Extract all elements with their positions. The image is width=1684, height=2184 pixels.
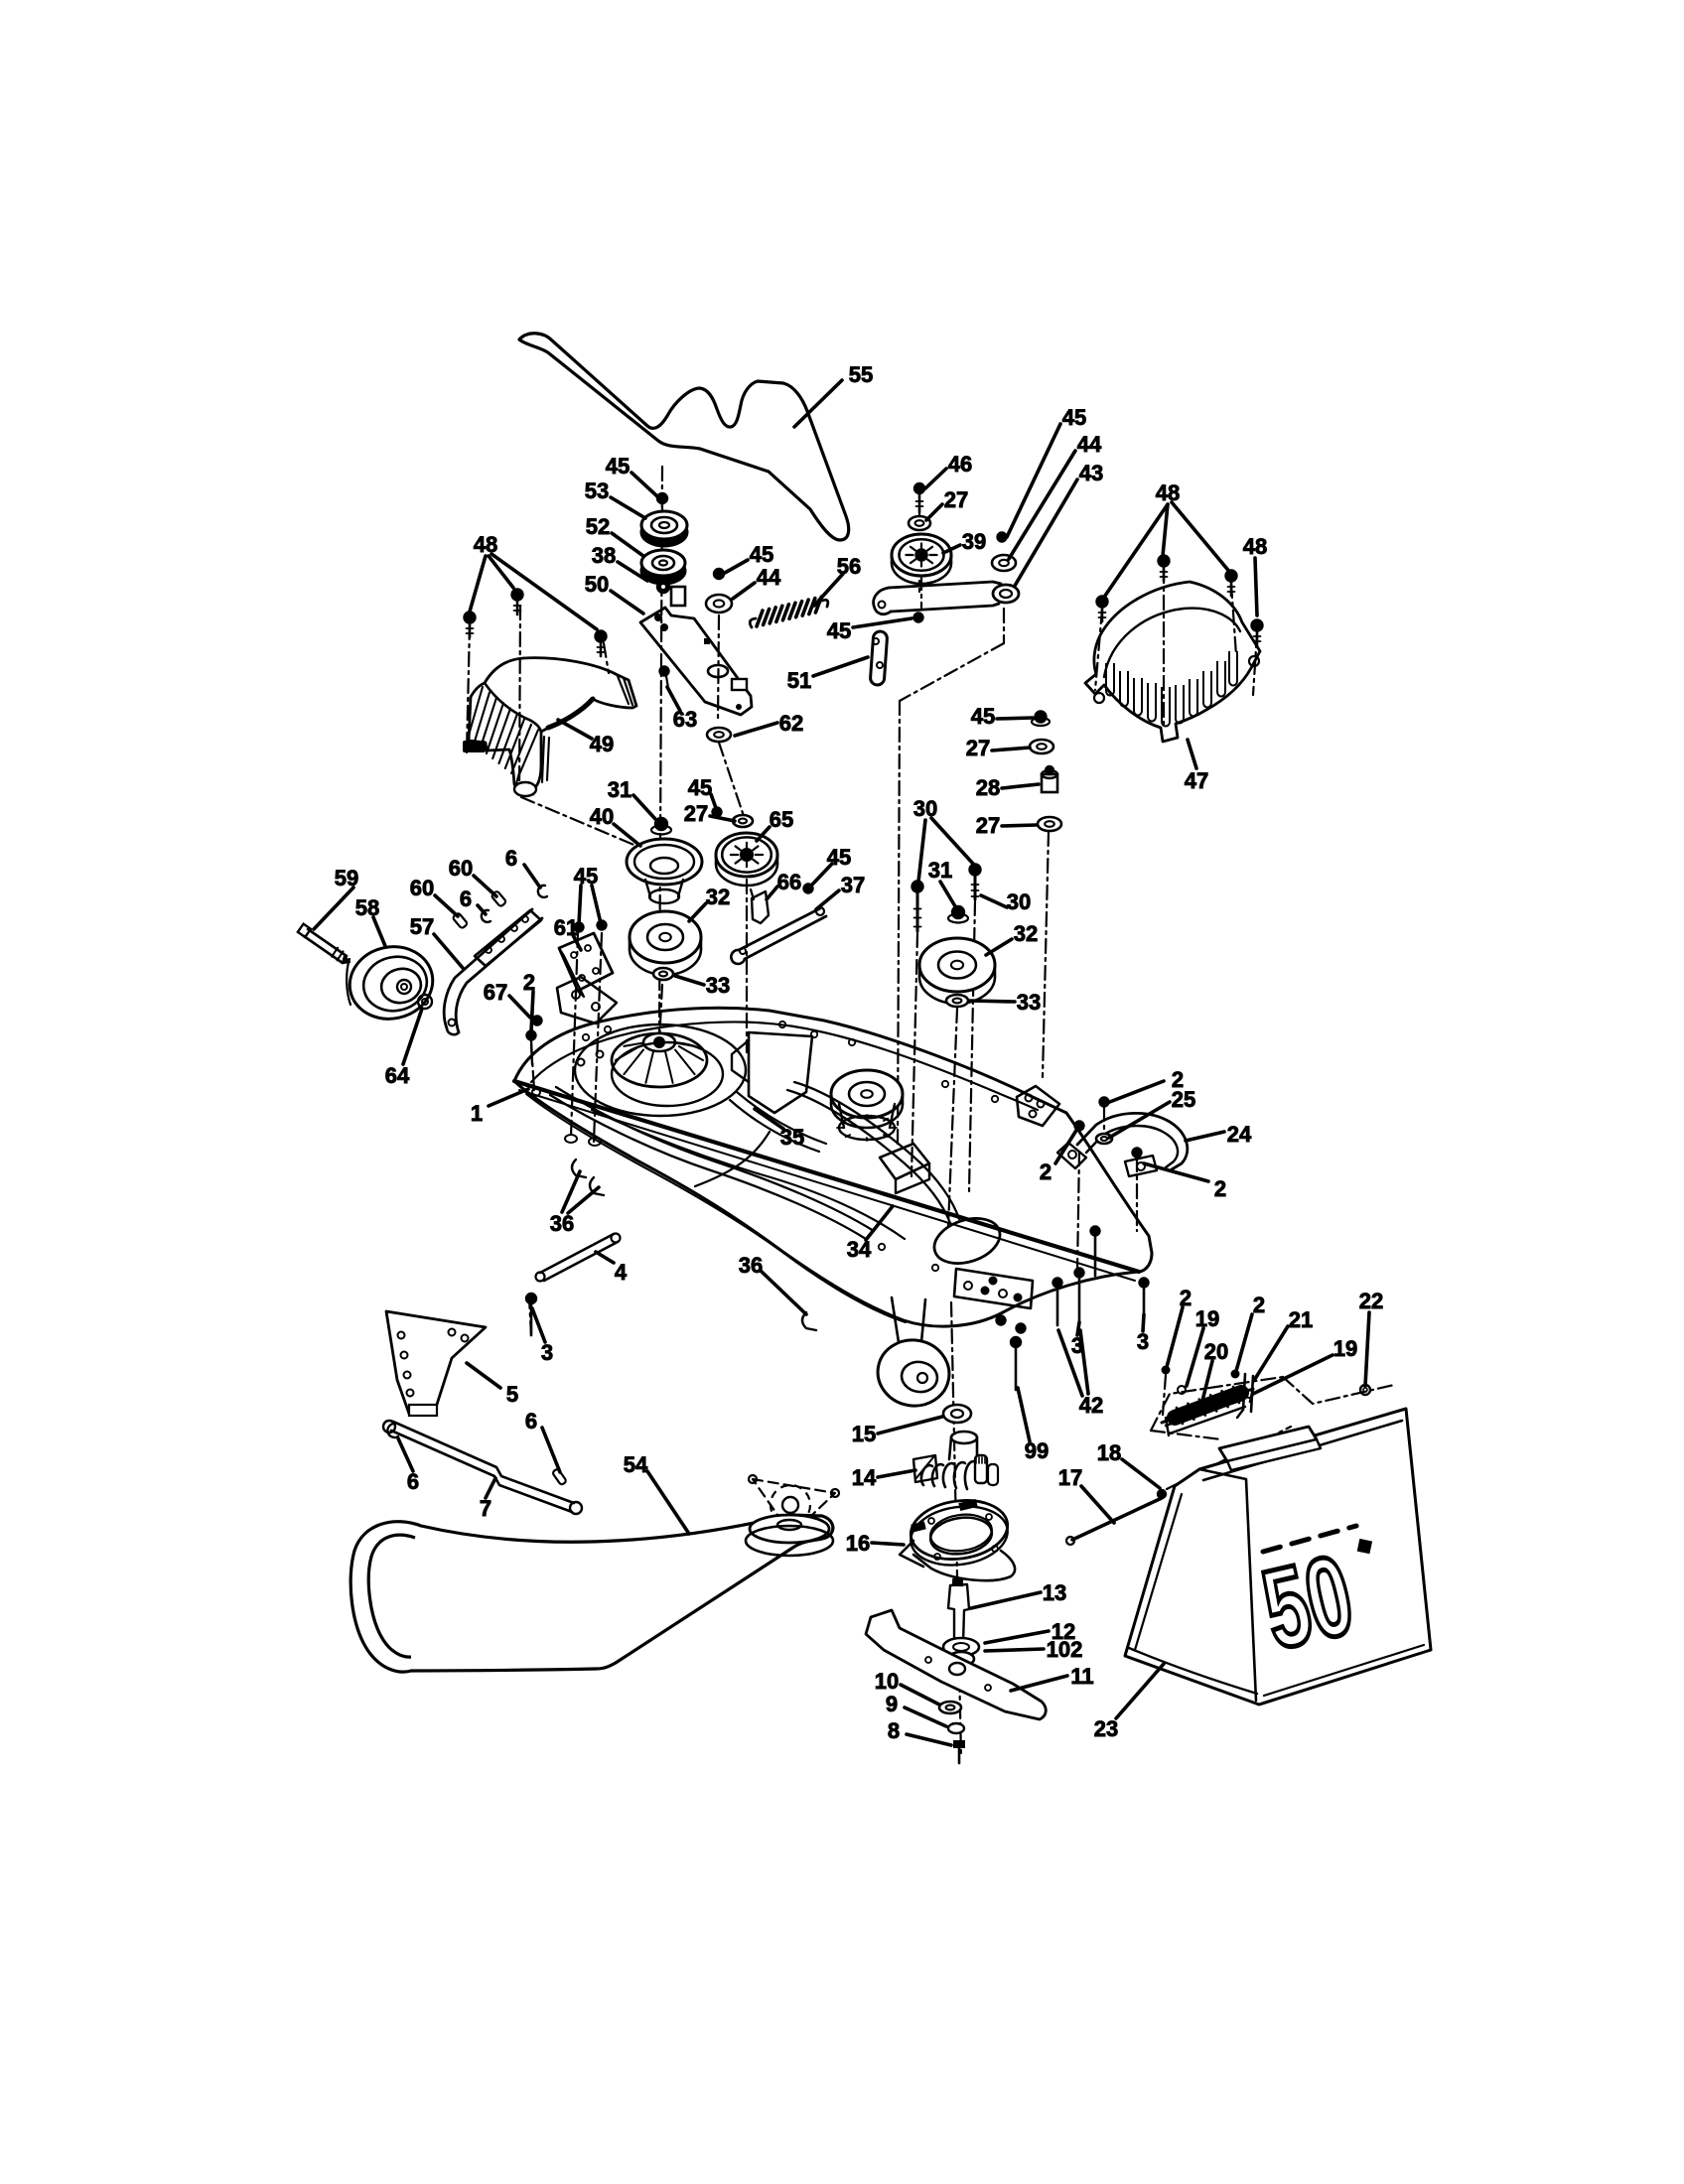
svg-text:48: 48	[474, 532, 497, 557]
svg-text:32: 32	[1014, 921, 1038, 946]
svg-text:51: 51	[787, 668, 811, 693]
svg-text:38: 38	[592, 543, 616, 568]
svg-text:45: 45	[750, 542, 773, 567]
svg-text:44: 44	[757, 565, 781, 590]
svg-text:6: 6	[505, 846, 517, 871]
svg-text:45: 45	[1062, 405, 1086, 430]
svg-text:61: 61	[554, 915, 578, 940]
svg-text:44: 44	[1077, 432, 1102, 457]
svg-text:27: 27	[966, 736, 990, 760]
svg-text:22: 22	[1359, 1289, 1383, 1313]
svg-text:7: 7	[480, 1496, 491, 1521]
svg-text:53: 53	[585, 478, 609, 503]
svg-text:18: 18	[1097, 1440, 1121, 1465]
svg-text:43: 43	[1079, 461, 1103, 485]
svg-text:60: 60	[410, 876, 434, 900]
svg-text:2: 2	[523, 970, 535, 995]
svg-text:15: 15	[852, 1422, 876, 1446]
svg-text:6: 6	[407, 1469, 419, 1494]
svg-text:65: 65	[770, 807, 793, 832]
svg-text:14: 14	[852, 1465, 877, 1490]
svg-text:16: 16	[846, 1531, 870, 1556]
svg-text:33: 33	[1017, 990, 1041, 1015]
svg-text:47: 47	[1185, 768, 1208, 793]
svg-text:2: 2	[1172, 1067, 1184, 1092]
svg-text:45: 45	[688, 775, 712, 800]
svg-text:31: 31	[928, 858, 952, 883]
svg-text:19: 19	[1333, 1336, 1357, 1361]
svg-text:60: 60	[449, 856, 473, 881]
svg-text:5: 5	[506, 1382, 518, 1407]
svg-text:36: 36	[739, 1253, 763, 1278]
svg-text:62: 62	[779, 711, 803, 736]
svg-text:45: 45	[971, 704, 995, 729]
svg-text:3: 3	[541, 1340, 553, 1365]
svg-text:39: 39	[962, 529, 986, 554]
svg-text:35: 35	[780, 1125, 804, 1150]
svg-text:56: 56	[837, 554, 861, 579]
svg-text:66: 66	[777, 870, 801, 894]
svg-text:59: 59	[335, 866, 358, 890]
svg-text:102: 102	[1047, 1637, 1083, 1662]
svg-text:48: 48	[1156, 480, 1180, 505]
svg-text:27: 27	[976, 813, 1000, 838]
svg-text:31: 31	[608, 777, 632, 802]
svg-text:99: 99	[1025, 1438, 1049, 1463]
svg-text:6: 6	[525, 1409, 537, 1433]
svg-text:27: 27	[684, 801, 708, 826]
svg-text:49: 49	[590, 732, 614, 756]
svg-text:40: 40	[590, 804, 614, 829]
svg-text:19: 19	[1195, 1306, 1219, 1331]
svg-text:45: 45	[606, 454, 630, 478]
svg-text:48: 48	[1243, 534, 1267, 559]
svg-text:1: 1	[471, 1101, 483, 1126]
svg-text:30: 30	[913, 796, 937, 821]
svg-text:33: 33	[706, 973, 730, 998]
svg-text:45: 45	[574, 864, 598, 888]
svg-text:25: 25	[1172, 1087, 1195, 1112]
svg-text:21: 21	[1289, 1307, 1313, 1332]
svg-text:50: 50	[585, 572, 609, 597]
svg-text:2: 2	[1180, 1286, 1192, 1310]
svg-text:13: 13	[1043, 1580, 1066, 1605]
svg-text:30: 30	[1007, 889, 1031, 914]
svg-text:2: 2	[1214, 1176, 1226, 1201]
svg-text:45: 45	[827, 618, 851, 643]
svg-text:9: 9	[886, 1692, 898, 1716]
svg-text:24: 24	[1227, 1122, 1252, 1147]
svg-text:11: 11	[1070, 1664, 1093, 1689]
svg-text:34: 34	[847, 1237, 872, 1262]
svg-text:17: 17	[1058, 1465, 1082, 1490]
svg-text:28: 28	[976, 775, 1000, 800]
svg-text:52: 52	[586, 514, 610, 539]
svg-text:32: 32	[706, 885, 730, 909]
svg-text:67: 67	[484, 980, 507, 1005]
svg-text:57: 57	[410, 914, 434, 939]
svg-text:54: 54	[624, 1452, 648, 1477]
svg-text:10: 10	[875, 1669, 899, 1694]
svg-text:27: 27	[944, 487, 968, 512]
svg-text:23: 23	[1094, 1716, 1118, 1741]
svg-text:3: 3	[1071, 1333, 1083, 1358]
svg-text:58: 58	[355, 895, 379, 920]
svg-text:3: 3	[1137, 1329, 1149, 1354]
svg-text:6: 6	[460, 887, 472, 911]
svg-text:2: 2	[1253, 1293, 1265, 1317]
svg-text:55: 55	[849, 362, 873, 387]
svg-text:36: 36	[550, 1211, 574, 1236]
svg-text:4: 4	[615, 1260, 628, 1285]
svg-text:20: 20	[1204, 1339, 1228, 1364]
svg-text:8: 8	[888, 1718, 900, 1743]
svg-text:64: 64	[385, 1063, 410, 1088]
svg-text:2: 2	[1040, 1160, 1052, 1184]
svg-text:45: 45	[827, 845, 851, 870]
svg-text:63: 63	[673, 707, 697, 732]
svg-text:12: 12	[1052, 1619, 1075, 1644]
svg-text:37: 37	[841, 873, 865, 897]
svg-text:46: 46	[948, 452, 972, 477]
svg-text:42: 42	[1079, 1393, 1103, 1418]
